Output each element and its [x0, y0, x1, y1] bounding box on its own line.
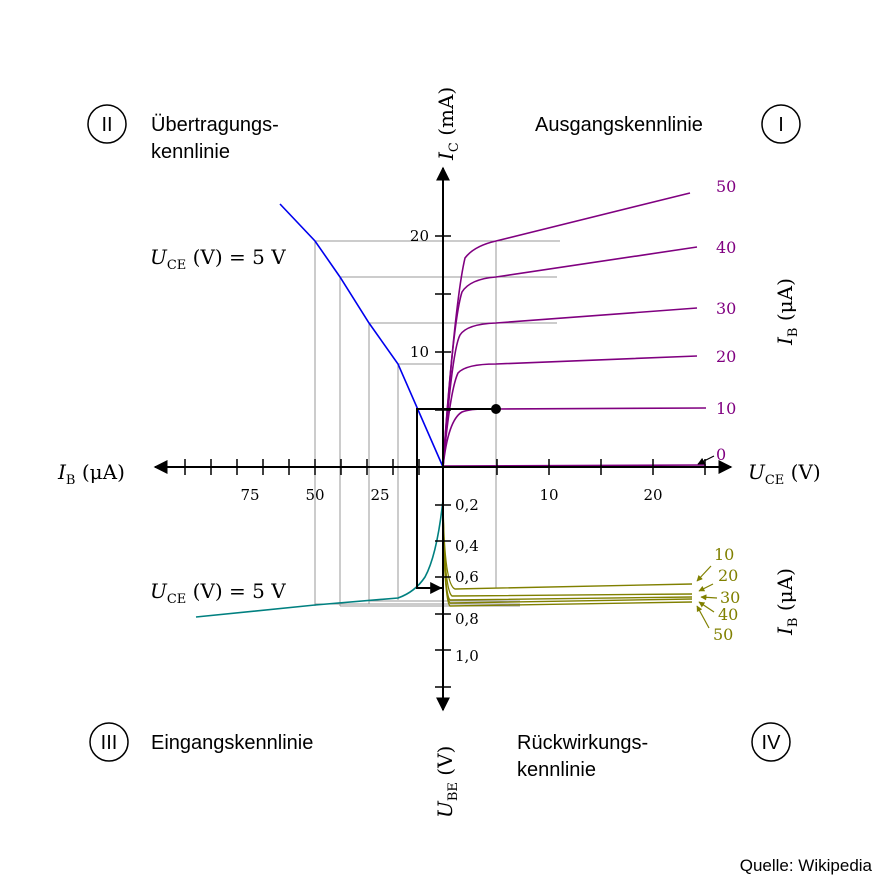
ib-feedback-axis-title: IB (μA) [773, 568, 801, 636]
ube-axis-title: UBE (V) [433, 746, 461, 818]
ib-left-axis-title: IB (μA) [57, 460, 125, 488]
ube-tick-0-2: 0,2 [455, 496, 479, 514]
output-label-10: 10 [716, 399, 736, 418]
output-curve-20 [442, 355, 698, 468]
transfer-condition-label: UCE (V) = 5 V [150, 245, 286, 273]
quadrant-I-numeral: I [778, 114, 784, 136]
feedback-label-10: 10 [714, 545, 734, 564]
ib-output-axis-title: IB (μA) [773, 278, 801, 346]
output-curve-10 [442, 407, 707, 468]
output-curve-50 [442, 192, 691, 468]
ube-tick-0-6: 0,6 [455, 568, 479, 586]
quadrant-IV-title-line2: kennlinie [517, 759, 596, 781]
ib-tick-75: 75 [240, 486, 259, 504]
feedback-label-pointers [696, 565, 718, 629]
quadrant-II: II Übertragungs- kennlinie [87, 104, 279, 163]
operating-point-dot [491, 404, 501, 414]
uce-axis-title: UCE (V) [748, 460, 821, 488]
uce-tick-20: 20 [643, 486, 662, 504]
ube-tick-0-8: 0,8 [455, 610, 479, 628]
feedback-label-20: 20 [718, 566, 738, 585]
quadrant-III: III Eingangskennlinie [89, 722, 313, 762]
quadrant-II-badge [87, 104, 127, 144]
source-credit: Quelle: Wikipedia [740, 856, 873, 875]
feedback-label-50: 50 [713, 625, 733, 644]
output-label-0: 0 [716, 445, 726, 464]
output-curves [442, 192, 707, 468]
construction-lines [314, 240, 560, 607]
output-label-30: 30 [716, 299, 736, 318]
tick-marks [184, 235, 706, 688]
output-label-0-pointer [697, 455, 715, 465]
quadrant-III-numeral: III [101, 732, 118, 754]
output-label-50: 50 [716, 177, 736, 196]
uce-tick-10: 10 [539, 486, 558, 504]
quadrant-III-badge [89, 722, 129, 762]
quadrant-IV-numeral: IV [762, 732, 782, 754]
input-condition-label: UCE (V) = 5 V [150, 579, 286, 607]
quadrant-IV-title-line1: Rückwirkungs- [517, 732, 648, 754]
transfer-curve [279, 203, 444, 468]
ube-tick-0-4: 0,4 [455, 537, 479, 555]
ube-tick-1-0: 1,0 [455, 647, 479, 665]
quadrant-IV: IV Rückwirkungs- kennlinie [517, 722, 791, 781]
quadrant-I: I Ausgangskennlinie [535, 104, 801, 144]
quadrant-I-title: Ausgangskennlinie [535, 114, 703, 136]
quadrant-III-title: Eingangskennlinie [151, 732, 313, 754]
ib-tick-50: 50 [305, 486, 324, 504]
output-label-20: 20 [716, 347, 736, 366]
ic-tick-20: 20 [410, 227, 429, 245]
feedback-label-40: 40 [718, 605, 738, 624]
feedback-label-30: 30 [720, 588, 740, 607]
quadrant-II-numeral: II [101, 114, 112, 136]
quadrant-II-title-line1: Übertragungs- [151, 114, 279, 136]
output-curve-0 [442, 464, 707, 467]
output-label-40: 40 [716, 238, 736, 257]
output-curve-30 [442, 307, 698, 468]
ib-tick-25: 25 [370, 486, 389, 504]
quadrant-IV-badge [751, 722, 791, 762]
quadrant-I-badge [761, 104, 801, 144]
quadrant-II-title-line2: kennlinie [151, 141, 230, 163]
ic-axis-title: IC (mA) [434, 87, 462, 161]
ic-tick-10: 10 [410, 343, 429, 361]
